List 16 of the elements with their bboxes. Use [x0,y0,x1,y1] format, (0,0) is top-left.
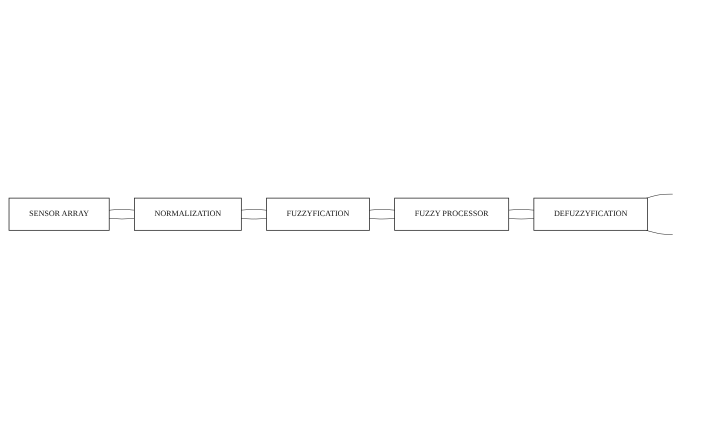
node-box [394,198,510,231]
connector [241,210,267,211]
connector [108,210,135,211]
connector [108,218,135,220]
connector [508,218,534,220]
connector [646,194,673,199]
node-box [533,198,648,231]
node-box [266,198,370,231]
connector [241,218,267,220]
connector [369,218,395,220]
block-diagram: SENSOR ARRAY NORMALIZATION FUZZYFICATION FUZZY PROCESSOR DEFUZZYFICATION [5,180,717,249]
connector [508,210,534,211]
node-box [134,198,242,231]
node-box [8,198,110,231]
connector [646,230,673,235]
connector [369,210,395,211]
